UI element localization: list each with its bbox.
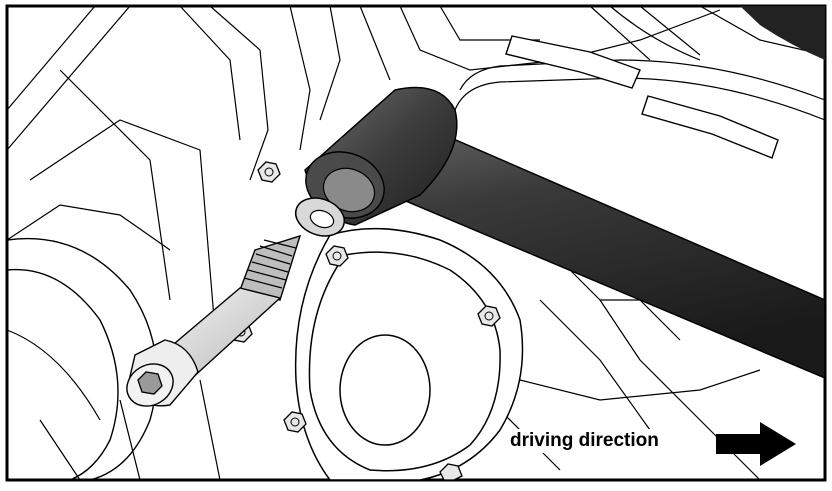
generator-cover [294, 227, 524, 481]
casing-slots [505, 35, 779, 159]
driving-direction-label: driving direction [508, 429, 661, 453]
socket-head-bolt [126, 234, 302, 407]
engine-casing [6, 5, 826, 481]
upper-bar-stub [740, 6, 825, 60]
washer [294, 197, 346, 237]
left-cover [6, 237, 158, 481]
hex-socket-icon [137, 371, 163, 395]
right-arrow-icon [716, 422, 796, 466]
